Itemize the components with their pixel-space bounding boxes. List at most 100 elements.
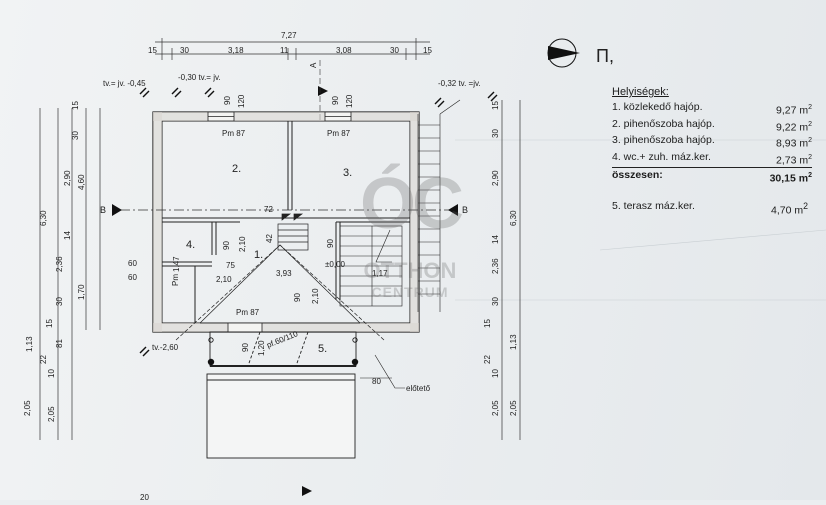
level-note-top-mid: -0,30 tv.= jv.: [178, 73, 221, 82]
legend-title: Helyiségek:: [612, 86, 669, 98]
dim-90c: 90: [293, 293, 302, 302]
section-a-bottom-marker: [302, 486, 312, 496]
dim-left-15: 2,05: [23, 400, 32, 416]
dim-left-13: 22: [39, 355, 48, 364]
dim-left-16: 2,05: [47, 406, 56, 422]
slash-markers: [139, 87, 498, 357]
dim-120d: 1,20: [257, 340, 266, 356]
legend-sup-4: 2: [808, 153, 812, 161]
window-1-pm: Pm 87: [222, 129, 246, 138]
dim-left-14: 10: [47, 369, 56, 378]
legend-name-2: 2. pihenőszoba hajóp.: [612, 117, 715, 130]
section-b-left-marker: [112, 204, 122, 216]
bottom-window: [227, 322, 263, 333]
section-a-label: A: [309, 62, 318, 68]
dim-left-7: 2,36: [55, 256, 64, 272]
legend-name-4: 4. wc.+ zuh. máz.ker.: [612, 150, 711, 163]
section-b-left-label: B: [100, 205, 106, 215]
dim-210c: 2,10: [311, 288, 320, 304]
dim-right-4: 6,30: [509, 210, 518, 226]
north-arrow-icon: [547, 38, 580, 68]
dim-90b: 90: [326, 239, 335, 248]
legend-row-2: 2. pihenőszoba hajóp. 9,22 m2: [612, 118, 812, 135]
dim-left-3: 2,90: [63, 170, 72, 186]
dim-right-8: 15: [483, 319, 492, 328]
room-5-label: 5.: [318, 343, 327, 355]
legend-terrace-row: 5. terasz máz.ker. 4,70 m2: [612, 200, 812, 218]
dim-right-2: 30: [491, 129, 500, 138]
window-3-pm: Pm 87: [236, 308, 260, 317]
window-2-a: 90: [331, 96, 340, 105]
dim-right-10: 22: [483, 355, 492, 364]
window-1-b: 120: [237, 94, 246, 108]
dim-left-12: 81: [55, 339, 64, 348]
background-grid: [455, 139, 826, 301]
dim-60b: 60: [128, 273, 137, 282]
legend-total-label: összesen:: [612, 169, 663, 181]
right-dimension-lines: [501, 100, 521, 440]
canopy-label: előtető: [406, 384, 431, 393]
dim-top-5: 3,08: [336, 46, 352, 55]
level-note-top-left: tv.= jv. -0,45: [103, 79, 146, 88]
dim-pm: Pm: [171, 274, 180, 286]
dim-right-9: 1,13: [509, 334, 518, 350]
dim-90d: 90: [241, 343, 250, 352]
dim-right-1: 15: [491, 101, 500, 110]
roof-lines: [175, 244, 385, 341]
north-letter: Π,: [596, 46, 614, 66]
dim-top-7: 15: [423, 46, 432, 55]
dim-total-width: 7,27: [281, 31, 297, 40]
window-2-pm: Pm 87: [327, 129, 351, 138]
legend-area-4: 2,73 m: [775, 154, 809, 166]
dim-42: 42: [265, 234, 274, 243]
dim-right-11: 10: [491, 369, 500, 378]
dim-left-8: 1,70: [77, 284, 86, 300]
dim-left-1: 15: [71, 101, 80, 110]
legend-name-1: 1. közlekedő hajóp.: [612, 101, 703, 113]
section-b-right-marker: [448, 204, 458, 216]
window-1-a: 90: [223, 96, 232, 105]
legend-terrace-sup: 2: [803, 200, 808, 211]
dim-left-10: 15: [45, 319, 54, 328]
dim-393: 3,93: [276, 269, 292, 278]
left-dimension-lines: [39, 108, 101, 440]
inner-stair: [339, 225, 403, 307]
section-a-top-marker: [318, 86, 328, 96]
top-dimension-lines: [155, 38, 430, 60]
dim-210a: 2,10: [238, 236, 247, 252]
dim-right-12: 2,05: [491, 400, 500, 416]
top-windows: [207, 111, 352, 122]
window-2-b: 120: [345, 94, 354, 108]
dim-210b: 2,10: [216, 275, 232, 284]
dim-top-1: 15: [148, 46, 157, 55]
loft-ladder: [277, 213, 309, 251]
legend-area-1: 9,27 m: [775, 104, 809, 117]
room-4-label: 4.: [186, 239, 195, 251]
dim-75: 75: [226, 261, 235, 270]
legend-row-1: 1. közlekedő hajóp. 9,27 m2: [612, 101, 812, 118]
dim-left-9: 30: [55, 297, 64, 306]
interior-walls: [162, 121, 410, 323]
level-note-top-right: -0,32 tv. =jv.: [438, 79, 481, 88]
legend-name-3: 3. pihenőszoba hajóp.: [612, 134, 715, 146]
terrace: [206, 331, 357, 459]
dim-top-3: 3,18: [228, 46, 244, 55]
dim-left-4: 4,60: [77, 174, 86, 190]
room-2-label: 2.: [232, 163, 241, 175]
dim-top-4: 11: [280, 46, 289, 55]
canopy-leader: [374, 354, 405, 389]
dim-top-6: 30: [390, 46, 399, 55]
dim-90a: 90: [222, 241, 231, 250]
dim-right-13: 2,05: [509, 400, 518, 416]
dim-left-5: 6,30: [39, 210, 48, 226]
bottom-fragment: 20: [140, 493, 149, 500]
dim-top-2: 30: [180, 46, 189, 55]
dim-117: 1,17: [372, 269, 388, 278]
room-3-label: 3.: [343, 167, 352, 179]
legend-terrace-area: 4,70 m: [771, 204, 804, 216]
section-b-right-label: B: [462, 205, 468, 215]
dim-right-3: 2,90: [491, 170, 500, 186]
legend-terrace-name: 5. terasz máz.ker.: [612, 199, 695, 212]
terrace-post-left: [207, 358, 215, 366]
